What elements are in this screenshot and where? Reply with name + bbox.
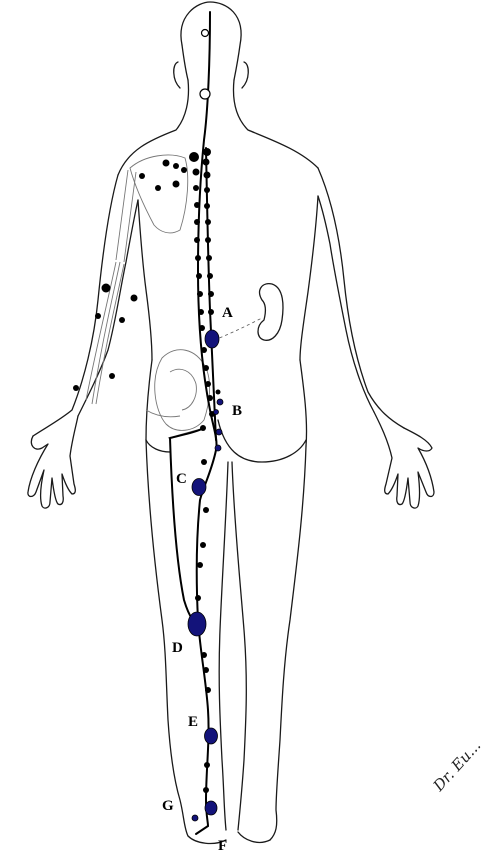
point-B-1	[217, 399, 223, 405]
label-B: B	[232, 403, 242, 419]
point-A	[205, 330, 219, 348]
label-C: C	[176, 471, 187, 487]
label-E: E	[188, 714, 198, 730]
kidney-shape	[258, 284, 283, 341]
point-E	[205, 728, 218, 744]
label-A: A	[222, 305, 233, 321]
point-B-3	[216, 429, 222, 435]
point-B-2	[214, 410, 219, 415]
point-B-4	[215, 445, 221, 451]
point-G	[192, 815, 198, 821]
label-F: F	[218, 838, 227, 853]
author-signature: Dr. Eu...	[429, 737, 485, 796]
point-F	[205, 801, 217, 815]
body-outline	[28, 2, 434, 843]
label-D: D	[172, 640, 183, 656]
label-G: G	[162, 798, 174, 814]
head-point-hollow	[202, 30, 209, 37]
neck-point-hollow	[200, 89, 210, 99]
meridian-lines	[170, 12, 262, 834]
point-C	[192, 479, 206, 496]
point-D	[188, 612, 206, 636]
highlighted-points	[188, 330, 223, 821]
